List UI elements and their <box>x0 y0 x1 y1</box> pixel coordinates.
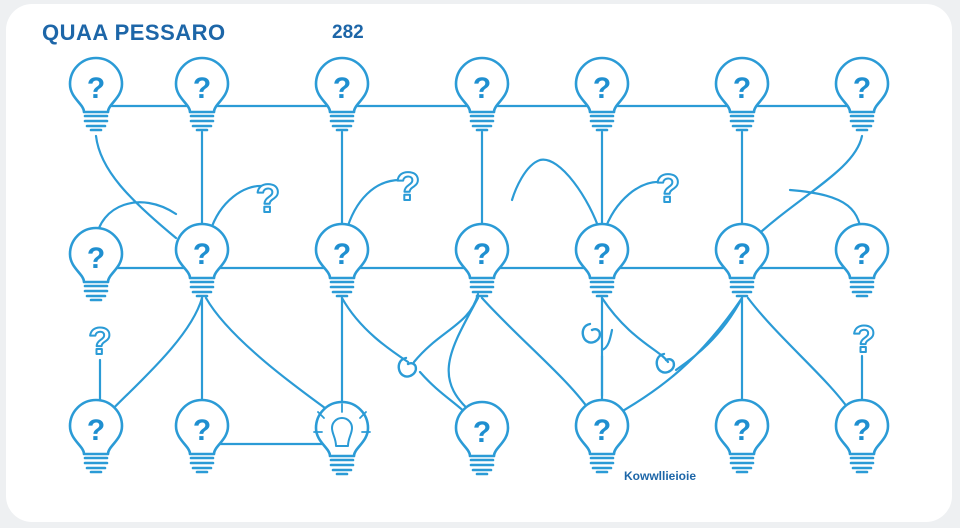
svg-text:?: ? <box>193 238 211 271</box>
question-mark-icon: ? <box>656 167 680 211</box>
loop-knot <box>655 352 676 374</box>
lightbulb-question-icon: ? <box>714 222 770 298</box>
svg-text:?: ? <box>87 414 105 447</box>
lightbulb-question-icon: ? <box>834 56 890 132</box>
connector-curve <box>612 296 744 418</box>
lightbulb-question-icon: ? <box>714 398 770 474</box>
lightbulb-question-icon: ? <box>174 56 230 132</box>
svg-text:?: ? <box>193 414 211 447</box>
diagram-caption: Kowwllieioie <box>624 469 697 483</box>
diagram-code: 282 <box>332 22 364 43</box>
connector-curve <box>750 134 864 242</box>
lightbulb-question-icon: ? <box>68 56 124 132</box>
connector-curve <box>340 296 410 364</box>
svg-text:?: ? <box>593 238 611 271</box>
connector-curve <box>106 296 204 416</box>
question-mark-icon: ? <box>256 177 280 221</box>
lightbulb-question-icon: ? <box>834 398 890 474</box>
loop-knot <box>581 322 602 344</box>
lightbulb-question-icon: ? <box>454 222 510 298</box>
connector-curve <box>602 180 664 234</box>
lightbulb-question-icon: ? <box>834 222 890 298</box>
svg-text:?: ? <box>733 238 751 271</box>
svg-text:?: ? <box>473 72 491 105</box>
diagram-title: QUAA PESSARO <box>42 20 226 45</box>
lightbulb-question-icon: ? <box>574 222 630 298</box>
connector-curve <box>600 296 670 364</box>
svg-text:?: ? <box>733 72 751 105</box>
loop-knot <box>397 356 418 378</box>
connector-curve <box>204 296 338 418</box>
svg-text:?: ? <box>473 238 491 271</box>
lightbulb-question-icon: ? <box>174 398 230 474</box>
lightbulb-question-icon: ? <box>174 222 230 298</box>
lightbulb-question-icon: ? <box>454 400 510 476</box>
lightbulb-question-icon: ? <box>574 398 630 474</box>
lightbulb-question-icon: ? <box>574 56 630 132</box>
lightbulb-question-icon: ? <box>714 56 770 132</box>
connector-curve <box>344 178 402 234</box>
svg-text:?: ? <box>87 242 105 275</box>
svg-text:?: ? <box>853 414 871 447</box>
connector-curve <box>94 134 178 240</box>
svg-text:?: ? <box>853 72 871 105</box>
connector-curve <box>208 184 264 234</box>
connector-curve <box>510 158 602 234</box>
svg-text:?: ? <box>473 416 491 449</box>
lightbulb-question-icon: ? <box>454 56 510 132</box>
question-mark-icon: ? <box>852 319 875 361</box>
svg-text:?: ? <box>593 414 611 447</box>
svg-text:?: ? <box>333 238 351 271</box>
connector-curve <box>600 328 614 352</box>
lightbulb-question-icon: ? <box>68 226 124 302</box>
connector-curve <box>480 296 594 416</box>
lightbulb-idea-icon <box>313 400 371 476</box>
svg-text:?: ? <box>593 72 611 105</box>
connector-curve <box>674 296 744 372</box>
lightbulb-question-icon: ? <box>314 56 370 132</box>
lightbulb-question-icon: ? <box>68 398 124 474</box>
svg-text:?: ? <box>87 72 105 105</box>
svg-text:?: ? <box>333 72 351 105</box>
svg-text:?: ? <box>853 238 871 271</box>
connector-curve <box>746 296 854 416</box>
lightbulb-question-icon: ? <box>314 222 370 298</box>
question-mark-icon: ? <box>396 165 420 209</box>
connector-curve <box>447 296 480 418</box>
svg-text:?: ? <box>733 414 751 447</box>
connector-curve <box>412 292 480 364</box>
svg-text:?: ? <box>193 72 211 105</box>
question-mark-icon: ? <box>88 321 111 363</box>
